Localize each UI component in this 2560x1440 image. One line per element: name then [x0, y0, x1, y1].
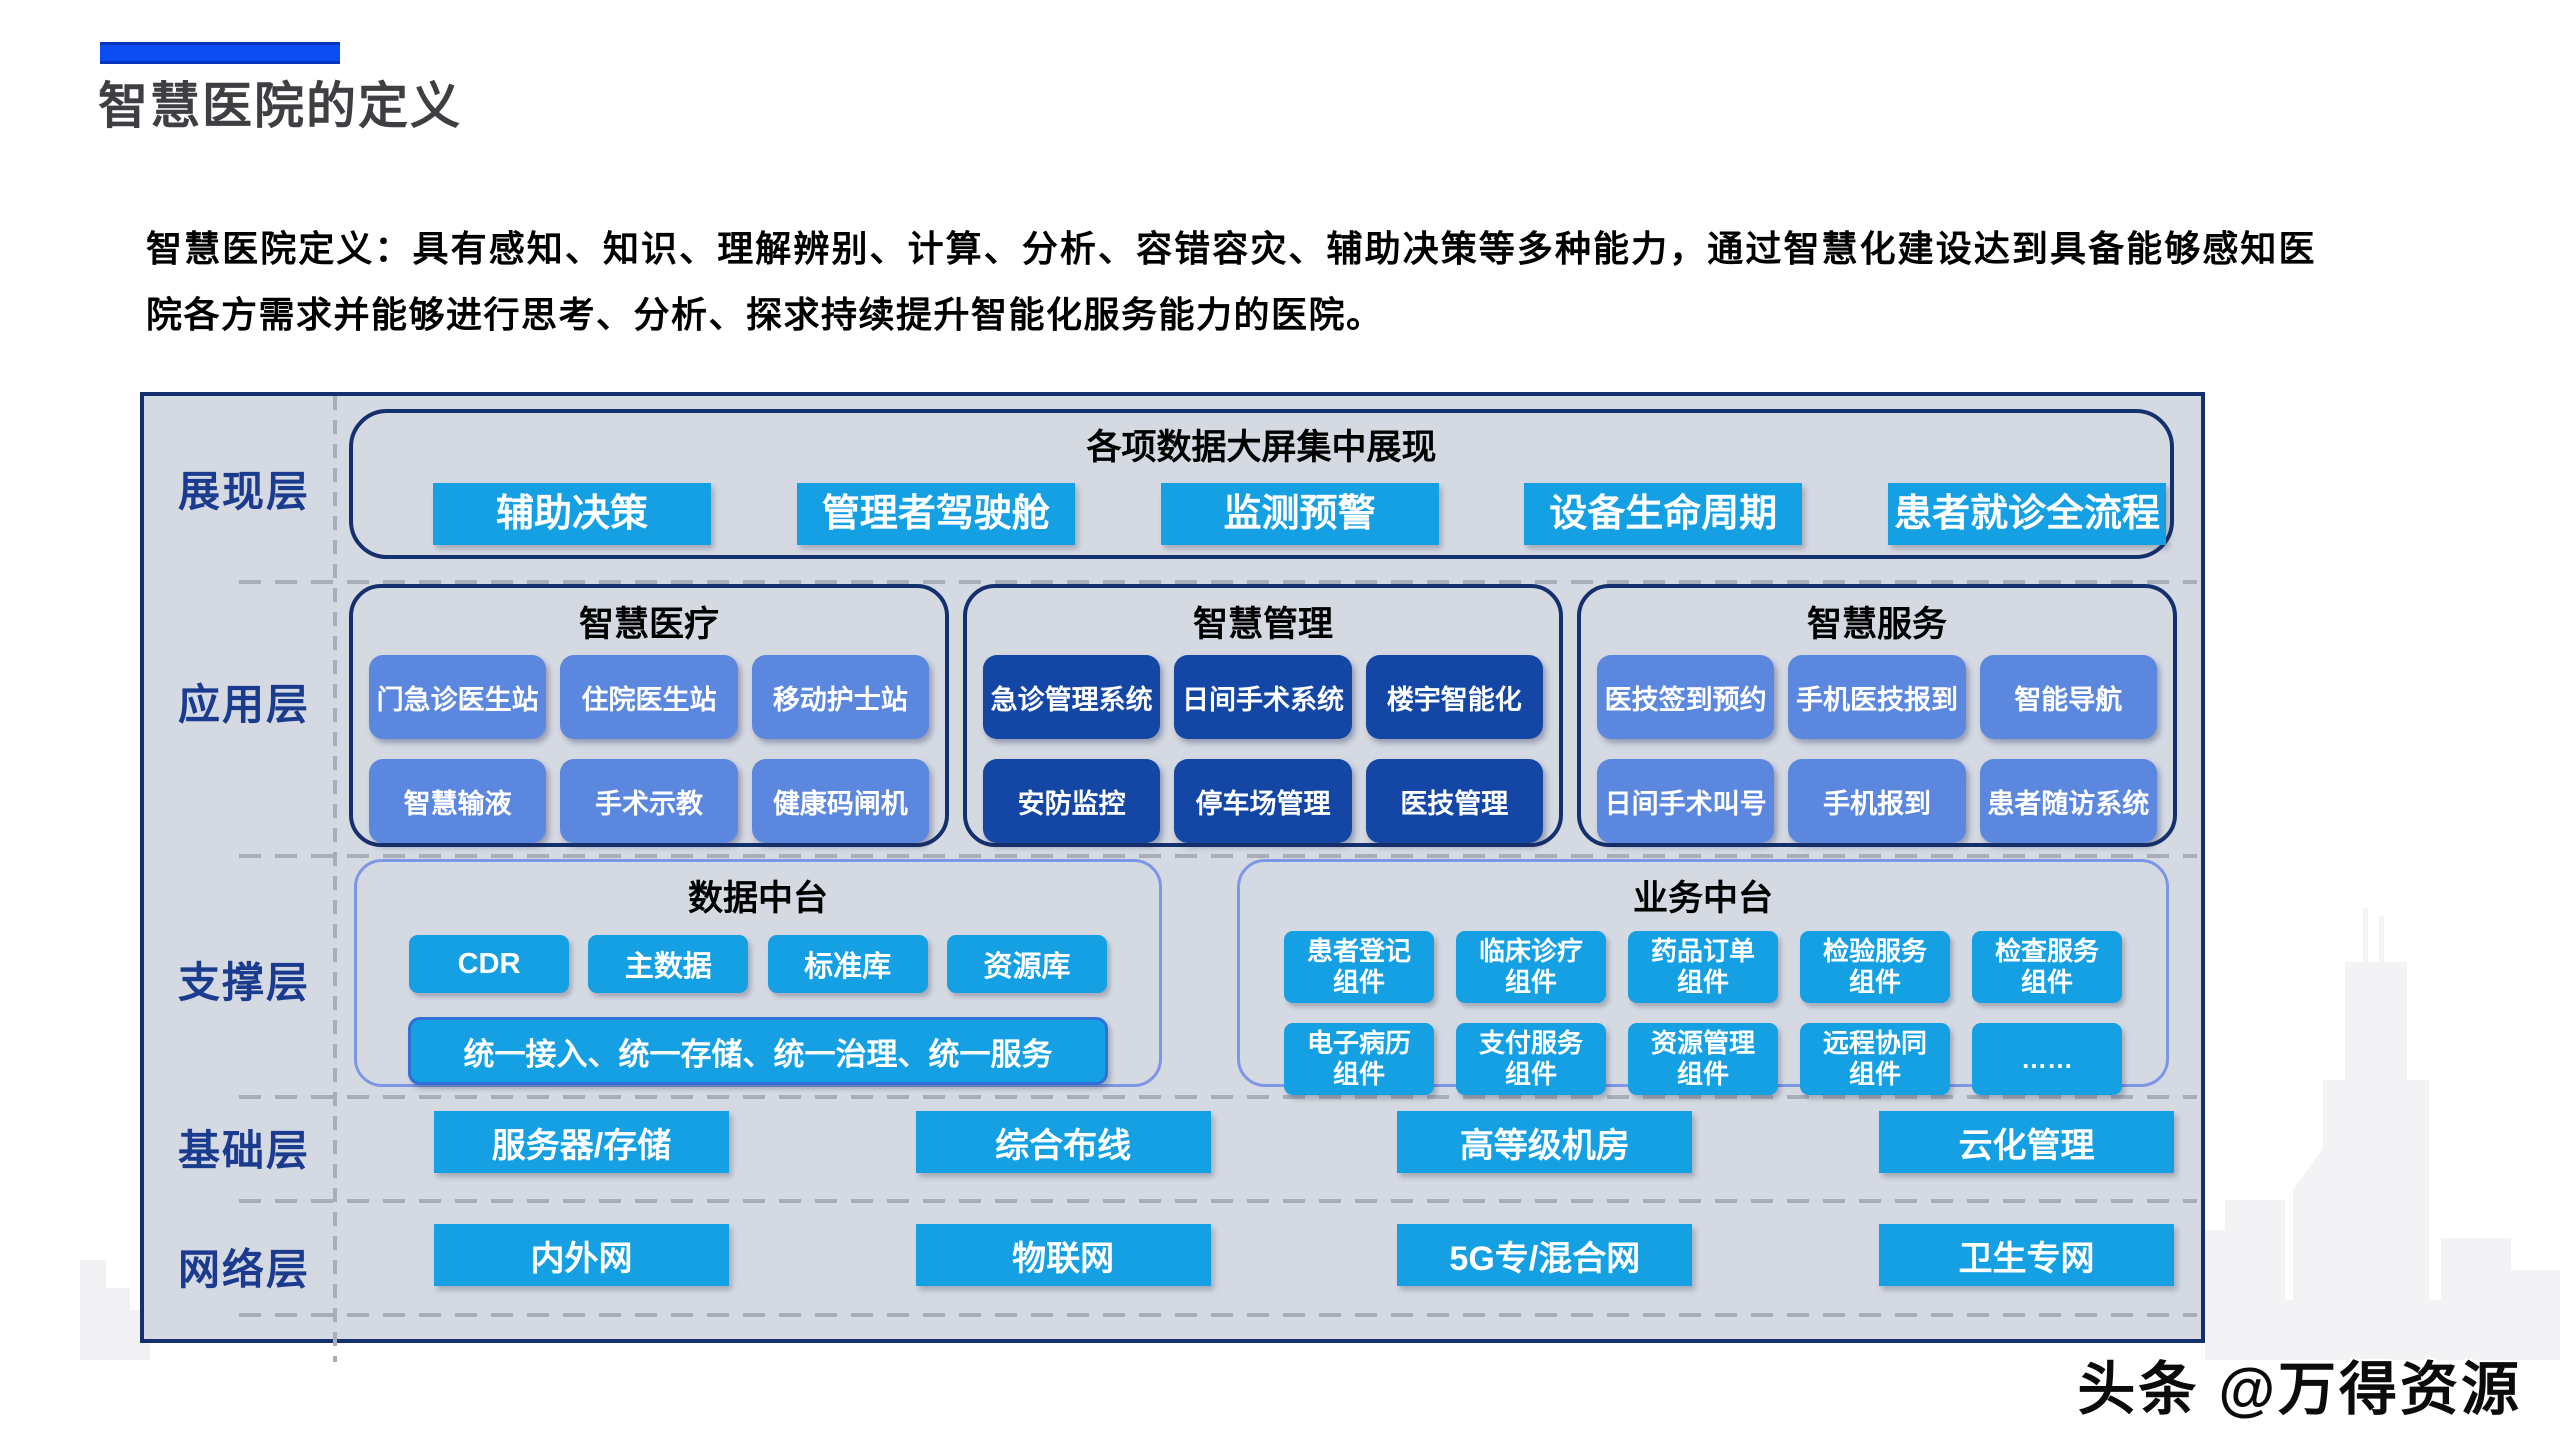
app-item: 智慧输液 — [369, 759, 547, 843]
data-platform-item-master: 主数据 — [588, 935, 749, 993]
layer-divider-1 — [239, 580, 2197, 584]
data-platform-item-resource: 资源库 — [946, 935, 1107, 993]
data-platform-title: 数据中台 — [687, 879, 828, 918]
presentation-item-assist-decision: 辅助决策 — [433, 483, 711, 545]
layer-label-network: 网络层 — [177, 1246, 310, 1293]
application-layer-row: 智慧医疗 门急诊医生站 住院医生站 移动护士站 智慧输液 手术示教 健康码闸机 … — [349, 584, 2177, 847]
app-item: 手术示教 — [560, 759, 738, 843]
app-item: 手机医技报到 — [1788, 655, 1966, 739]
app-item: 急诊管理系统 — [983, 655, 1161, 739]
app-group-smart-medical: 智慧医疗 门急诊医生站 住院医生站 移动护士站 智慧输液 手术示教 健康码闸机 — [349, 584, 949, 847]
business-item: 药品订单 组件 — [1628, 931, 1778, 1003]
data-platform-panel: 数据中台 CDR 主数据 标准库 资源库 统一接入、统一存储、统一治理、统一服务 — [354, 859, 1162, 1087]
layer-divider-2 — [239, 854, 2197, 858]
layer-label-application: 应用层 — [177, 681, 310, 728]
network-item-intranet-extranet: 内外网 — [434, 1224, 729, 1286]
app-group-title: 智慧服务 — [1806, 605, 1947, 644]
architecture-diagram: 展现层 应用层 支撑层 基础层 网络层 各项数据大屏集中展现 辅助决策 管理者驾… — [140, 392, 2205, 1362]
network-item-5g-hybrid: 5G专/混合网 — [1397, 1224, 1693, 1286]
app-item: 门急诊医生站 — [369, 655, 547, 739]
infra-item-cabling: 综合布线 — [915, 1111, 1211, 1173]
layer-label-support: 支撑层 — [177, 959, 310, 1006]
network-item-health-private: 卫生专网 — [1878, 1224, 2174, 1286]
app-group-smart-management: 智慧管理 急诊管理系统 日间手术系统 楼宇智能化 安防监控 停车场管理 医技管理 — [963, 584, 1563, 847]
network-buttons-row: 内外网 物联网 5G专/混合网 卫生专网 — [434, 1224, 2174, 1286]
app-item: 手机报到 — [1788, 759, 1966, 843]
presentation-item-patient-flow: 患者就诊全流程 — [1888, 483, 2166, 545]
app-item: 停车场管理 — [1174, 759, 1352, 843]
layer-label-presentation: 展现层 — [177, 468, 310, 515]
data-platform-buttons-row: CDR 主数据 标准库 资源库 — [409, 935, 1107, 993]
presentation-panel-title: 各项数据大屏集中展现 — [1086, 428, 1437, 467]
app-item: 患者随访系统 — [1979, 759, 2157, 843]
app-item: 日间手术系统 — [1174, 655, 1352, 739]
infrastructure-buttons-row: 服务器/存储 综合布线 高等级机房 云化管理 — [434, 1111, 2174, 1173]
business-item: 检查服务 组件 — [1972, 931, 2122, 1003]
presentation-item-monitor-warning: 监测预警 — [1160, 483, 1439, 545]
definition-paragraph: 智慧医院定义：具有感知、知识、理解辨别、计算、分析、容错容灾、辅助决策等多种能力… — [146, 228, 2316, 335]
infra-item-server-storage: 服务器/存储 — [434, 1111, 729, 1173]
layer-divider-5 — [239, 1313, 2197, 1317]
business-item: 资源管理 组件 — [1628, 1023, 1778, 1095]
business-platform-panel: 业务中台 患者登记 组件 临床诊疗 组件 药品订单 组件 检验服务 组件 检查服… — [1237, 859, 2169, 1095]
layer-divider-3 — [239, 1095, 2197, 1099]
app-item: 日间手术叫号 — [1597, 759, 1775, 843]
app-group-grid: 医技签到预约 手机医技报到 智能导航 日间手术叫号 手机报到 患者随访系统 — [1597, 655, 2157, 843]
app-group-grid: 急诊管理系统 日间手术系统 楼宇智能化 安防监控 停车场管理 医技管理 — [983, 655, 1543, 843]
presentation-item-manager-cockpit: 管理者驾驶舱 — [796, 483, 1075, 545]
app-item: 楼宇智能化 — [1365, 655, 1543, 739]
app-item: 健康码闸机 — [751, 759, 929, 843]
app-item: 安防监控 — [983, 759, 1161, 843]
business-item: 检验服务 组件 — [1800, 931, 1950, 1003]
network-item-iot: 物联网 — [915, 1224, 1211, 1286]
presentation-buttons-row: 辅助决策 管理者驾驶舱 监测预警 设备生命周期 患者就诊全流程 — [433, 483, 2166, 545]
app-item: 住院医生站 — [560, 655, 738, 739]
business-platform-grid: 患者登记 组件 临床诊疗 组件 药品订单 组件 检验服务 组件 检查服务 组件 … — [1284, 931, 2122, 1095]
presentation-layer-panel: 各项数据大屏集中展现 辅助决策 管理者驾驶舱 监测预警 设备生命周期 患者就诊全… — [349, 409, 2174, 559]
app-group-smart-service: 智慧服务 医技签到预约 手机医技报到 智能导航 日间手术叫号 手机报到 患者随访… — [1577, 584, 2177, 847]
data-platform-unified-bar: 统一接入、统一存储、统一治理、统一服务 — [408, 1017, 1108, 1085]
business-platform-title: 业务中台 — [1632, 879, 1773, 918]
data-platform-item-standard: 标准库 — [767, 935, 928, 993]
business-item: 电子病历 组件 — [1284, 1023, 1434, 1095]
infra-item-machine-room: 高等级机房 — [1397, 1111, 1693, 1173]
app-item: 移动护士站 — [751, 655, 929, 739]
app-group-title: 智慧医疗 — [578, 605, 719, 644]
watermark-text: 头条 @万得资源 — [2077, 1357, 2522, 1422]
business-item: 远程协同 组件 — [1800, 1023, 1950, 1095]
app-group-grid: 门急诊医生站 住院医生站 移动护士站 智慧输液 手术示教 健康码闸机 — [369, 655, 929, 843]
page-title: 智慧医院的定义 — [98, 78, 462, 134]
building-silhouette-watermark — [2205, 900, 2560, 1365]
business-item: 临床诊疗 组件 — [1456, 931, 1606, 1003]
app-item: 智能导航 — [1979, 655, 2157, 739]
business-item: 支付服务 组件 — [1456, 1023, 1606, 1095]
presentation-item-device-lifecycle: 设备生命周期 — [1524, 483, 1803, 545]
layer-divider-4 — [239, 1199, 2197, 1203]
business-item: 患者登记 组件 — [1284, 931, 1434, 1003]
app-item: 医技管理 — [1365, 759, 1543, 843]
infra-item-cloud-mgmt: 云化管理 — [1878, 1111, 2174, 1173]
data-platform-item-cdr: CDR — [409, 935, 569, 993]
layer-label-infrastructure: 基础层 — [177, 1127, 310, 1174]
title-accent-bar — [100, 42, 340, 64]
app-item: 医技签到预约 — [1597, 655, 1775, 739]
vertical-dashed-divider — [333, 396, 337, 1362]
business-item-more: …… — [1972, 1023, 2122, 1095]
app-group-title: 智慧管理 — [1192, 605, 1333, 644]
